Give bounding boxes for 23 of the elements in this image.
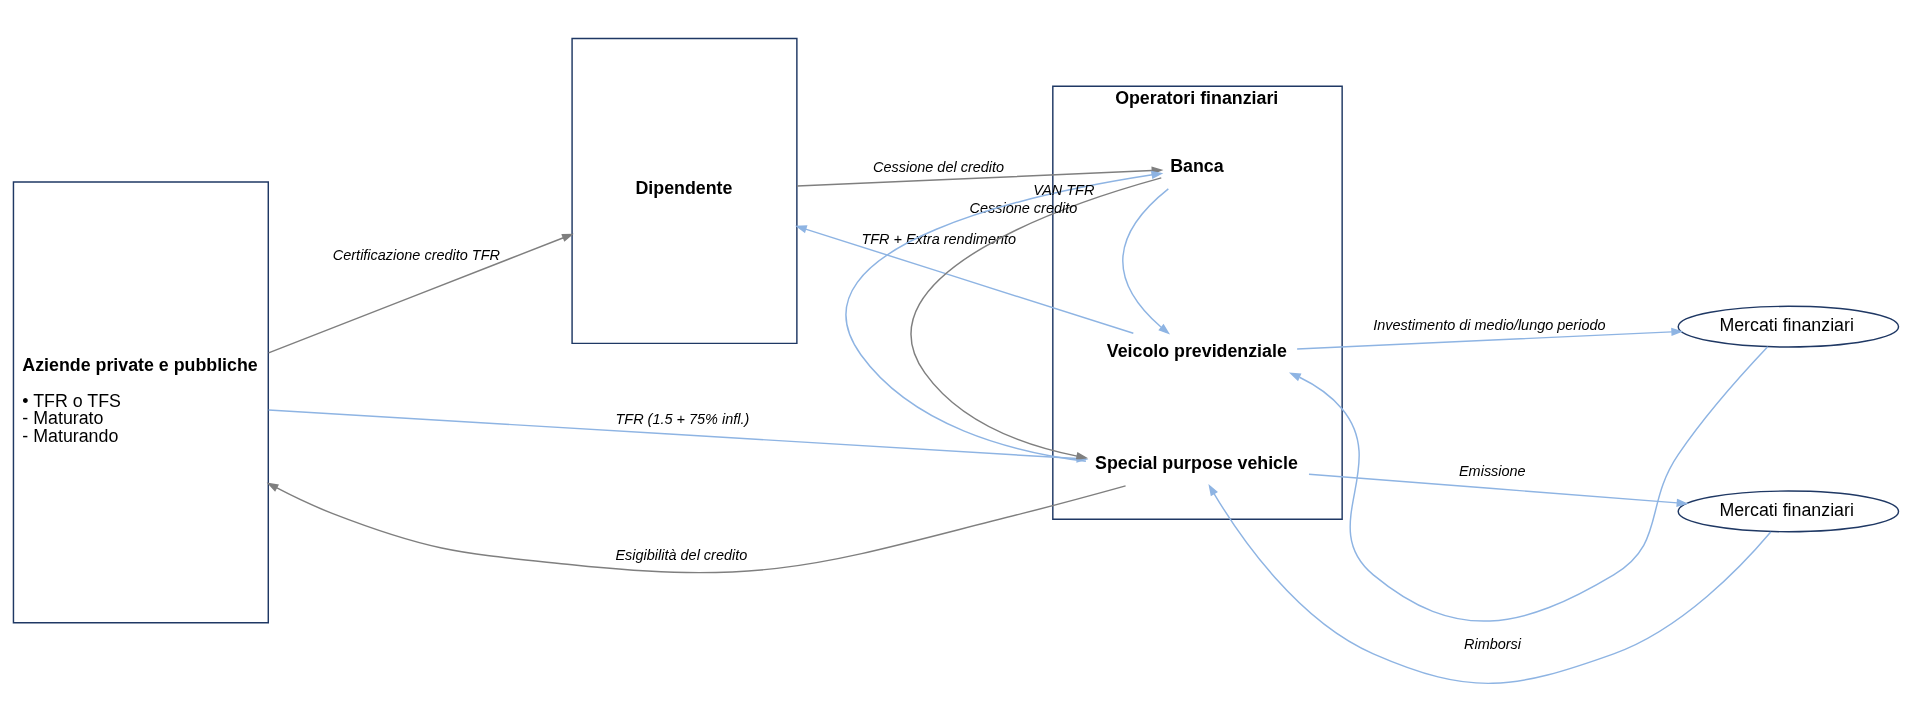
arrow: [794, 224, 1135, 334]
edge-label: Emissione: [1459, 462, 1526, 479]
edge-label: Cessione del credito: [873, 158, 1005, 175]
node-text: Banca: [1170, 155, 1224, 176]
node-text: Veicolo previdenziale: [1106, 339, 1287, 360]
edge-label: Rimborsi: [1464, 635, 1522, 652]
arrow: [1288, 345, 1769, 622]
arrow: [1208, 483, 1772, 684]
edge-label: Certificazione credito TFR: [332, 246, 500, 263]
node-box: Dipendente: [571, 37, 798, 344]
node-box: Aziende private e pubbliche • TFR o TFS - Maturato - Maturando: [12, 180, 269, 623]
node-ellipse: Mercati finanziari: [1677, 305, 1900, 348]
arrow: [1296, 327, 1684, 350]
arrow: [1308, 473, 1689, 507]
arrow: [910, 176, 1162, 460]
arrow: [1122, 187, 1171, 335]
arrow: [267, 233, 574, 354]
edge-label: TFR + Extra rendimento: [861, 230, 1017, 247]
node-text: Special purpose vehicle: [1095, 452, 1298, 473]
edge-label: TFR (1.5 + 75% infl.): [615, 410, 750, 427]
arrow: [266, 482, 1127, 573]
edge-label: Esigibilità del credito: [615, 546, 748, 563]
edge-label: Investimento di medio/lungo periodo: [1373, 316, 1606, 333]
